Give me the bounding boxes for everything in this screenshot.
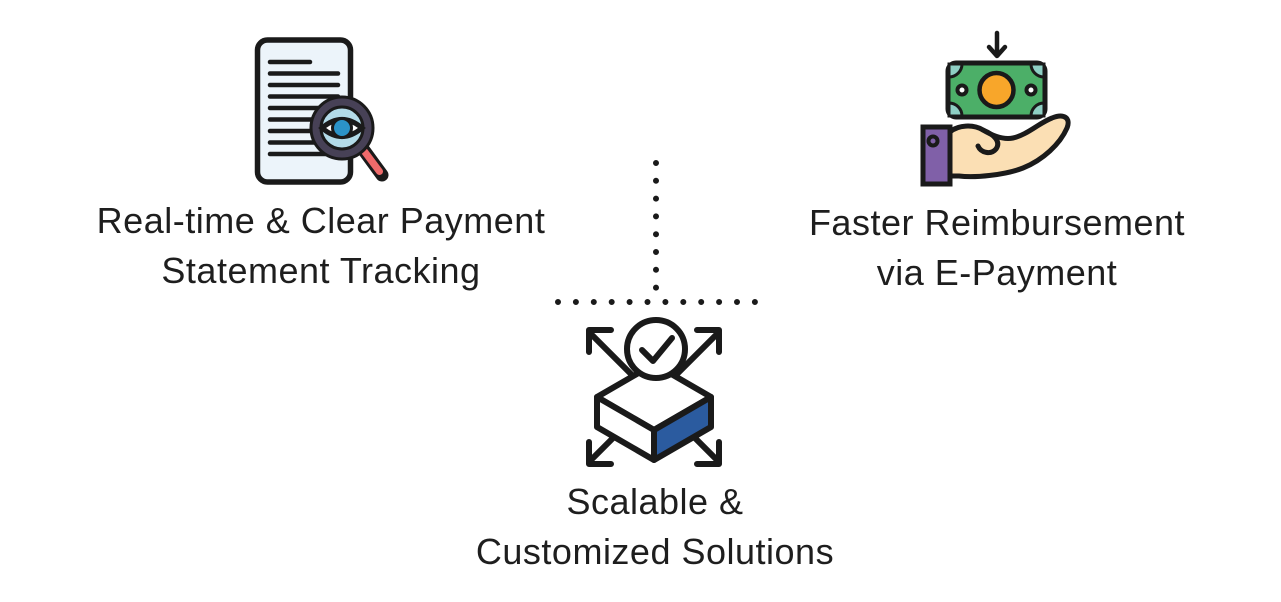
arrow-down-icon	[986, 30, 1008, 59]
feature-payment-tracking-label: Real-time & Clear Payment Statement Trac…	[0, 196, 642, 296]
feature-scalable-solutions-line2: Customized Solutions	[475, 531, 835, 572]
magnifier-eye-lens	[309, 95, 375, 161]
document-search-eye-icon	[254, 37, 389, 185]
dotted-connector	[555, 160, 759, 305]
banknote	[945, 60, 1048, 120]
check-badge-icon	[624, 317, 688, 381]
feature-faster-reimbursement-label: Faster Reimbursement via E-Payment	[757, 198, 1237, 298]
isometric-box	[594, 361, 714, 463]
feature-payment-tracking-line2: Statement Tracking	[161, 250, 481, 291]
cash-in-hand-icon	[920, 30, 1071, 187]
feature-faster-reimbursement-line1: Faster Reimbursement	[808, 202, 1186, 243]
feature-faster-reimbursement-line2: via E-Payment	[876, 252, 1118, 293]
feature-scalable-solutions-label: Scalable & Customized Solutions	[405, 477, 905, 577]
open-hand	[920, 113, 1071, 187]
expand-cube-check-icon	[586, 317, 722, 467]
magnifier-handle	[356, 142, 389, 182]
feature-payment-tracking-line1: Real-time & Clear Payment	[96, 200, 546, 241]
feature-scalable-solutions-line1: Scalable &	[566, 481, 744, 522]
